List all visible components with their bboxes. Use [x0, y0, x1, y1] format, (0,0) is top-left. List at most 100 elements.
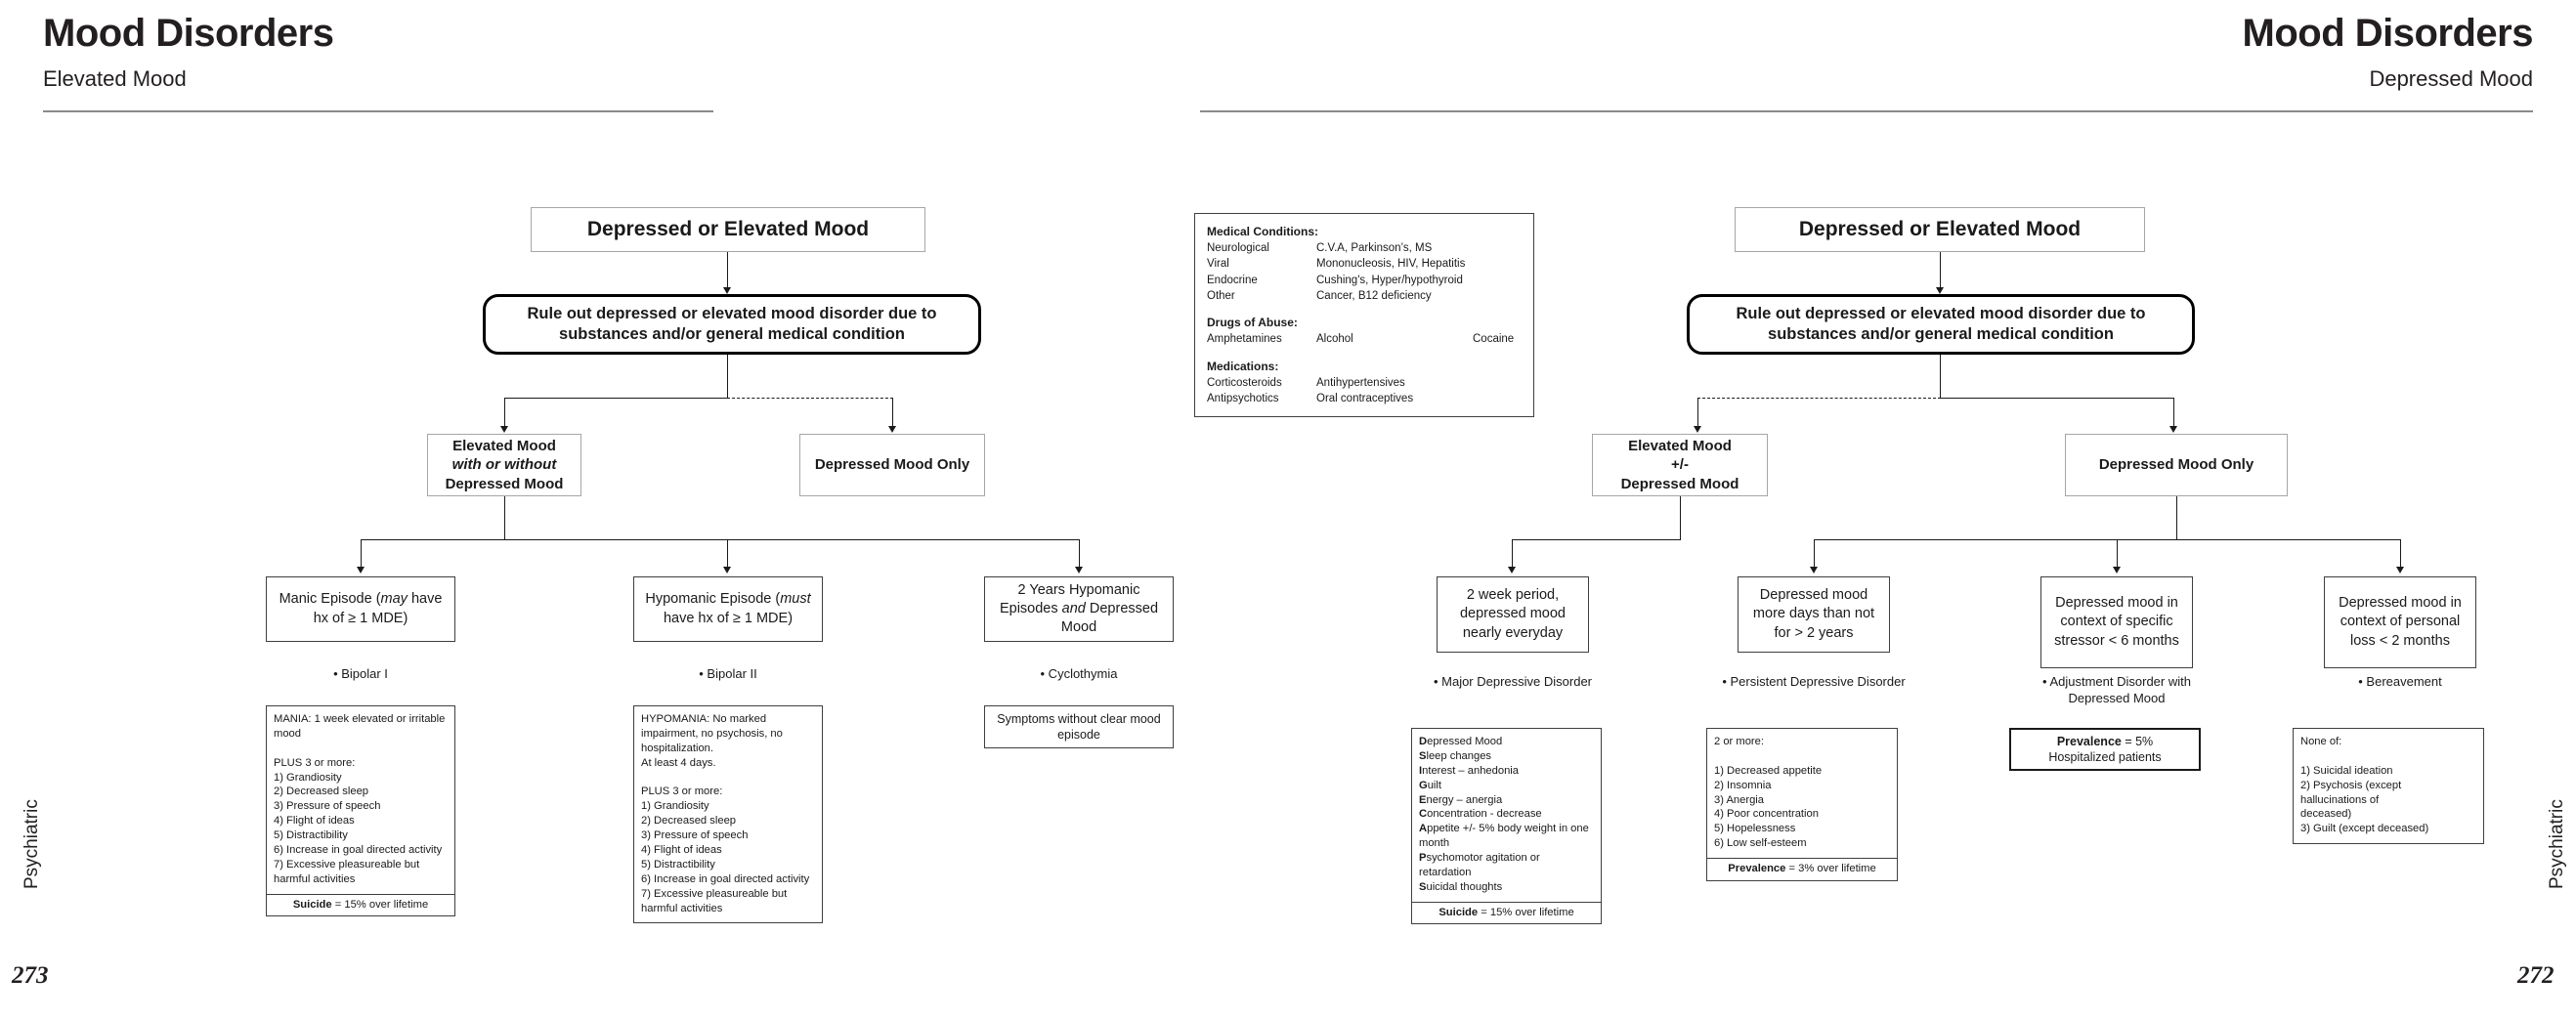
right-arrow-mdd	[1508, 567, 1516, 573]
left-arrow-manic	[357, 567, 365, 573]
left-manic-post: have hx of ≥ 1 MDE)	[313, 591, 443, 626]
sigecaps-rest: oncentration - decrease	[1427, 808, 1542, 821]
left-hypomanic-pre: Hypomanic Episode (	[645, 591, 781, 608]
sigecaps-letter: S	[1419, 880, 1427, 893]
left-mania-suicide-label: Suicide	[292, 898, 332, 911]
right-pdd-prevalence-footer: Prevalence = 3% over lifetime	[1707, 858, 1897, 880]
right-branch-mdd	[1512, 539, 1514, 571]
right-adjustment-label: Depressed mood in context of specific st…	[2054, 595, 2179, 649]
right-sigecaps-box[interactable]: Depressed Mood Sleep changes Interest – …	[1411, 728, 1602, 925]
left-header-rule	[43, 110, 713, 112]
right-connector-ruleout-split	[1940, 355, 1942, 399]
left-connector-to-depressed	[892, 398, 894, 430]
left-cyclothymia-box[interactable]: 2 Years Hypomanic Episodes and Depressed…	[984, 576, 1174, 642]
left-root-box[interactable]: Depressed or Elevated Mood	[531, 207, 925, 252]
right-depressed-only-box[interactable]: Depressed Mood Only	[2065, 434, 2288, 496]
left-cyclothymia-detail-text: Symptoms without clear mood episode	[997, 711, 1161, 742]
right-pdd-caption: • Persistent Depressive Disorder	[1722, 674, 1906, 689]
left-arrow-hypomanic	[723, 567, 731, 573]
sigecaps-rest: nergy – anergia	[1426, 793, 1503, 806]
right-connector-to-elevated	[1697, 398, 1699, 430]
right-arrow-root-ruleout	[1936, 287, 1944, 294]
left-split-dashed-arm	[727, 398, 893, 399]
legend-drugs-table: Amphetamines Alcohol Cocaine	[1207, 331, 1514, 347]
left-manic-italic: may	[380, 591, 408, 608]
left-connector-elevated-down	[504, 496, 506, 540]
right-bar-elevated	[1512, 539, 1680, 541]
right-sigecaps-suicide-label: Suicide	[1438, 906, 1479, 918]
left-manic-episode-box[interactable]: Manic Episode (may have hx of ≥ 1 MDE)	[266, 576, 455, 642]
right-arrow-to-depressed	[2169, 426, 2177, 433]
legend-val: Cancer, B12 deficiency	[1316, 290, 1432, 303]
left-arrow-to-elevated	[500, 426, 508, 433]
right-bereavement-label: Depressed mood in context of personal lo…	[2339, 595, 2462, 649]
right-connector-root-ruleout	[1940, 252, 1942, 291]
left-arrow-cyclothymia	[1075, 567, 1083, 573]
left-page-number: 273	[12, 962, 49, 989]
left-root-label: Depressed or Elevated Mood	[586, 217, 870, 240]
left-level3-bar	[361, 539, 1080, 541]
sigecaps-letter: P	[1419, 852, 1427, 865]
right-mdd-caption: • Major Depressive Disorder	[1433, 674, 1593, 689]
left-mania-criteria-box[interactable]: MANIA: 1 week elevated or irritable mood…	[266, 705, 455, 917]
right-bereavement-box[interactable]: Depressed mood in context of personal lo…	[2324, 576, 2476, 668]
right-bereavement-criteria-box[interactable]: None of: 1) Suicidal ideation 2) Psychos…	[2293, 728, 2484, 845]
right-adjustment-box[interactable]: Depressed mood in context of specific st…	[2040, 576, 2193, 668]
left-branch-hypomanic	[727, 539, 729, 571]
sigecaps-letter: D	[1419, 736, 1428, 747]
right-adj-prevalence-line2: Hospitalized patients	[2048, 750, 2162, 764]
legend-drug-3: Cocaine	[1473, 333, 1515, 346]
left-hypomanic-episode-box[interactable]: Hypomanic Episode (must have hx of ≥ 1 M…	[633, 576, 823, 642]
legend-meds-heading: Medications:	[1207, 359, 1279, 373]
left-mania-suicide-value: = 15% over lifetime	[331, 898, 429, 911]
sigecaps-item: Guilt	[1419, 779, 1594, 793]
right-adjustment-prevalence-box[interactable]: Prevalence = 5% Hospitalized patients	[2009, 728, 2201, 771]
sigecaps-rest: ppetite +/- 5% body weight in one month	[1419, 823, 1589, 850]
left-hypomania-criteria-box[interactable]: HYPOMANIA: No marked impairment, no psyc…	[633, 705, 823, 924]
sigecaps-item: Energy – anergia	[1419, 793, 1594, 808]
left-manic-episode-label: Manic Episode (may have hx of ≥ 1 MDE)	[267, 588, 454, 629]
legend-row: Viral Mononucleosis, HIV, Hepatitis	[1207, 256, 1465, 272]
right-elevated-mood-box[interactable]: Elevated Mood +/- Depressed Mood	[1592, 434, 1768, 496]
right-branch-bereavement	[2400, 539, 2402, 571]
left-elevated-mood-box[interactable]: Elevated Mood with or without Depressed …	[427, 434, 581, 496]
legend-row: Other Cancer, B12 deficiency	[1207, 288, 1465, 304]
left-connector-to-elevated	[504, 398, 506, 430]
left-arrow-to-depressed	[888, 426, 896, 433]
left-ruleout-box[interactable]: Rule out depressed or elevated mood diso…	[483, 294, 981, 355]
sigecaps-item: Appetite +/- 5% body weight in one month	[1419, 822, 1594, 851]
right-branch-adjustment	[2117, 539, 2119, 571]
left-page-header: Mood Disorders Elevated Mood	[43, 12, 334, 92]
left-elevated-mood-label: Elevated Mood with or without Depressed …	[428, 435, 580, 496]
right-page-title: Mood Disorders	[2242, 12, 2534, 55]
sigecaps-item: Psychomotor agitation or retardation	[1419, 851, 1594, 880]
right-pdd-box[interactable]: Depressed mood more days than not for > …	[1738, 576, 1890, 653]
right-pdd-criteria-box[interactable]: 2 or more: 1) Decreased appetite 2) Inso…	[1706, 728, 1898, 881]
right-ruleout-box[interactable]: Rule out depressed or elevated mood diso…	[1687, 294, 2195, 355]
legend-medical-heading: Medical Conditions:	[1207, 225, 1318, 238]
left-page-subtitle: Elevated Mood	[43, 66, 187, 91]
left-cyclothymia-detail-box[interactable]: Symptoms without clear mood episode	[984, 705, 1174, 748]
left-mania-criteria-text: MANIA: 1 week elevated or irritable mood…	[274, 713, 446, 885]
right-arrow-to-elevated	[1694, 426, 1701, 433]
right-sigecaps-suicide-value: = 15% over lifetime	[1478, 906, 1574, 918]
left-depressed-only-box[interactable]: Depressed Mood Only	[799, 434, 985, 496]
right-root-box[interactable]: Depressed or Elevated Mood	[1735, 207, 2145, 252]
right-page-number: 272	[2517, 962, 2555, 989]
left-arrow-root-ruleout	[723, 287, 731, 294]
etiology-legend-box[interactable]: Medical Conditions: Neurological C.V.A, …	[1194, 213, 1534, 418]
right-connector-elevated-down	[1680, 496, 1682, 540]
right-ruleout-label: Rule out depressed or elevated mood diso…	[1736, 304, 2146, 343]
right-mdd-box[interactable]: 2 week period, depressed mood nearly eve…	[1437, 576, 1589, 653]
right-elevated-line2: +/-	[1671, 456, 1689, 474]
right-arrow-adjustment	[2113, 567, 2121, 573]
left-hypomanic-caption: • Bipolar II	[699, 666, 757, 681]
legend-spacer	[1207, 304, 1522, 315]
left-hypomanic-episode-label: Hypomanic Episode (must have hx of ≥ 1 M…	[634, 588, 822, 629]
legend-row: Amphetamines Alcohol Cocaine	[1207, 331, 1514, 347]
right-adjustment-prevalence-text: Prevalence = 5% Hospitalized patients	[2011, 732, 2199, 768]
right-mdd-label: 2 week period, depressed mood nearly eve…	[1459, 587, 1566, 641]
sigecaps-rest: sychomotor agitation or retardation	[1419, 852, 1540, 879]
left-elevated-line2: with or without	[451, 456, 557, 474]
